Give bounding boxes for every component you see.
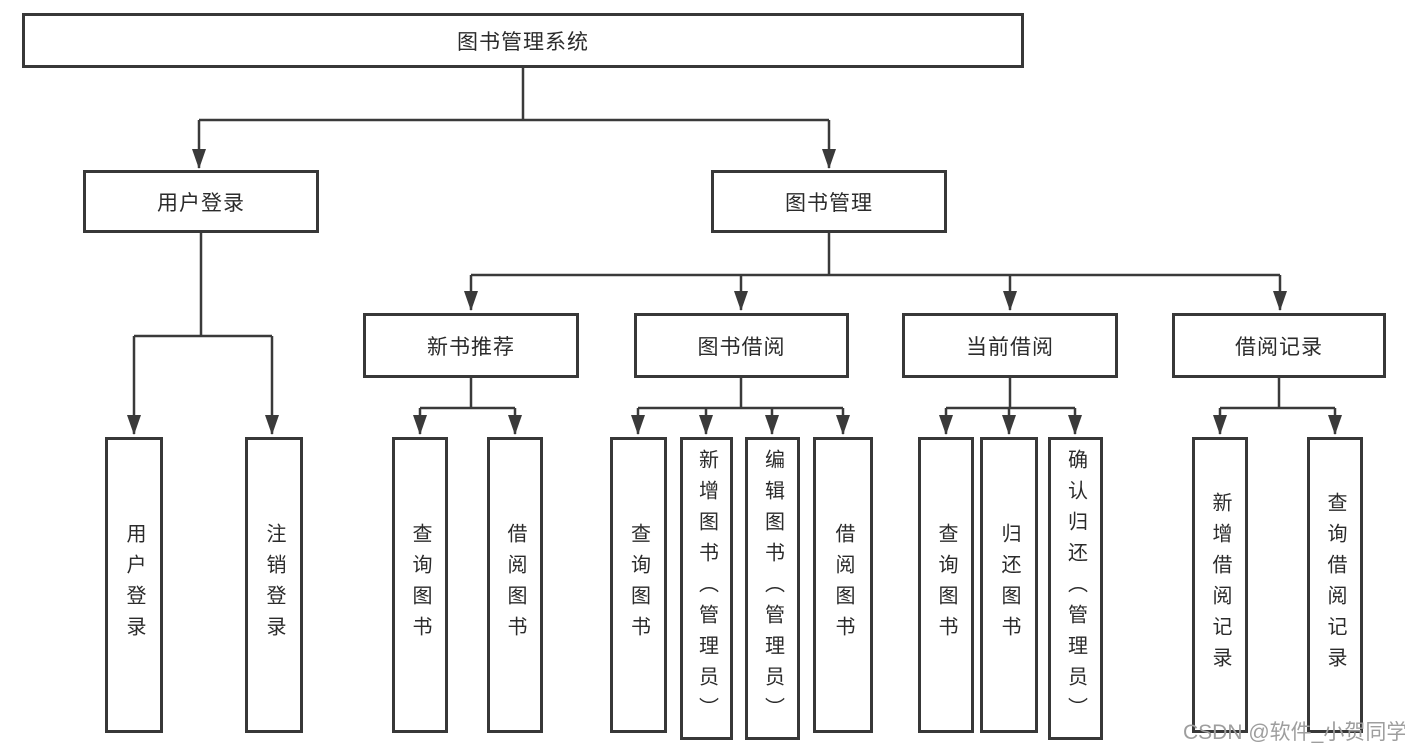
leaf-records-add-record: 新增借阅记录 xyxy=(1192,437,1248,733)
leaf-user-login: 用户登录 xyxy=(105,437,163,733)
leaf-borrowing-add-books-admin: 新增图书（管理员） xyxy=(680,437,733,740)
node-library-system: 图书管理系统 xyxy=(22,13,1024,68)
leaf-current-query-books: 查询图书 xyxy=(918,437,974,733)
csdn-watermark: CSDN @软件_小贺同学 xyxy=(1183,721,1405,744)
node-current-borrowing: 当前借阅 xyxy=(902,313,1118,378)
leaf-newbooks-borrow-books: 借阅图书 xyxy=(487,437,543,733)
leaf-records-query-record: 查询借阅记录 xyxy=(1307,437,1363,733)
node-book-borrowing: 图书借阅 xyxy=(634,313,849,378)
leaf-borrowing-query-books: 查询图书 xyxy=(610,437,667,733)
node-borrowing-records: 借阅记录 xyxy=(1172,313,1386,378)
tree-connectors xyxy=(127,68,1342,435)
leaf-logout: 注销登录 xyxy=(245,437,303,733)
leaf-newbooks-query-books: 查询图书 xyxy=(392,437,448,733)
node-book-management: 图书管理 xyxy=(711,170,947,233)
node-new-book-recommend: 新书推荐 xyxy=(363,313,579,378)
leaf-current-confirm-return-admin: 确认归还（管理员） xyxy=(1048,437,1103,740)
node-user-login: 用户登录 xyxy=(83,170,319,233)
leaf-borrowing-edit-books-admin: 编辑图书（管理员） xyxy=(745,437,800,740)
leaf-current-return-books: 归还图书 xyxy=(980,437,1038,733)
leaf-borrowing-borrow-books: 借阅图书 xyxy=(813,437,873,733)
